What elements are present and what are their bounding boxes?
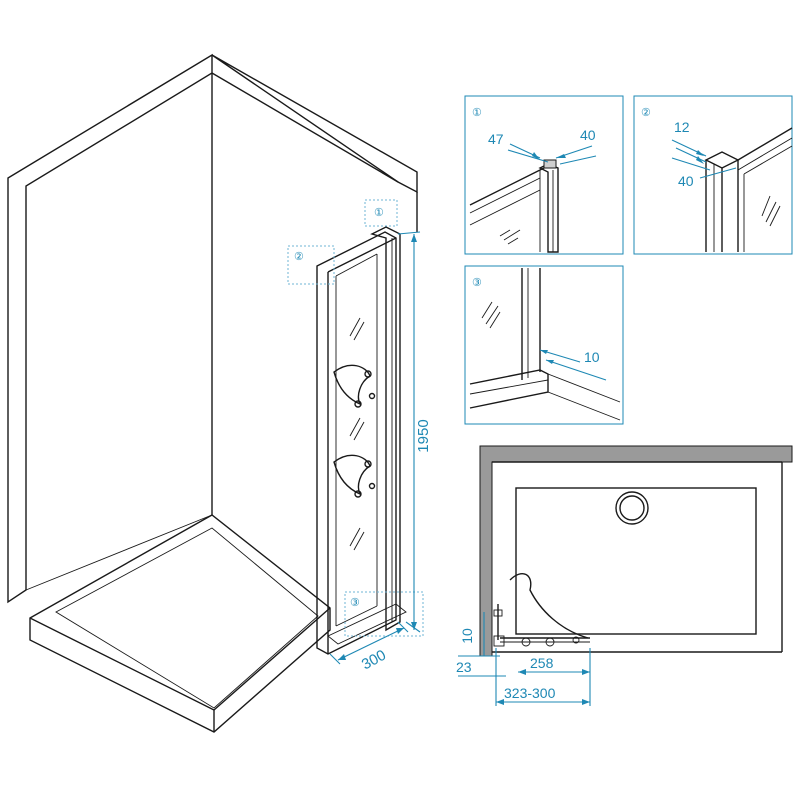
shower-tray <box>29 514 331 733</box>
detail-1-panel: ① 47 40 <box>464 95 624 255</box>
left-wall <box>7 53 213 604</box>
callout-box-3 <box>344 591 424 637</box>
callout-box-2 <box>287 245 335 285</box>
height-dimension-label: 1950 <box>415 419 432 452</box>
width-dimension-label: 300 <box>359 647 389 674</box>
plan-outer-width-dimension: 323-300 <box>504 685 556 701</box>
callout-box-1 <box>364 199 398 227</box>
detail-3-panel: ③ 10 <box>464 265 624 425</box>
marker-1: ① <box>374 207 384 219</box>
detail-2-bottom-dimension: 40 <box>678 173 694 189</box>
detail-1-left-dimension: 47 <box>488 131 504 147</box>
plan-bottom-dimension: 23 <box>456 659 472 675</box>
marker-3: ③ <box>350 597 360 609</box>
detail-1-right-dimension: 40 <box>580 127 596 143</box>
height-dimension: 1950 <box>397 231 432 633</box>
detail-3-marker: ③ <box>472 277 482 289</box>
plan-inner-width-dimension: 258 <box>530 655 554 671</box>
detail-3-dimension: 10 <box>584 349 600 365</box>
plan-view: 10 23 258 323-300 <box>456 445 793 706</box>
right-wall <box>211 54 418 232</box>
shower-glass-panel <box>316 226 407 655</box>
detail-2-panel: ② 12 40 <box>633 95 793 255</box>
detail-1-marker: ① <box>472 107 482 119</box>
detail-2-marker: ② <box>641 107 651 119</box>
detail-2-top-dimension: 12 <box>674 119 690 135</box>
plan-side-dimension: 10 <box>459 628 475 644</box>
isometric-room-view: ② ① ③ 1950 300 <box>7 53 432 733</box>
marker-2: ② <box>294 251 304 263</box>
